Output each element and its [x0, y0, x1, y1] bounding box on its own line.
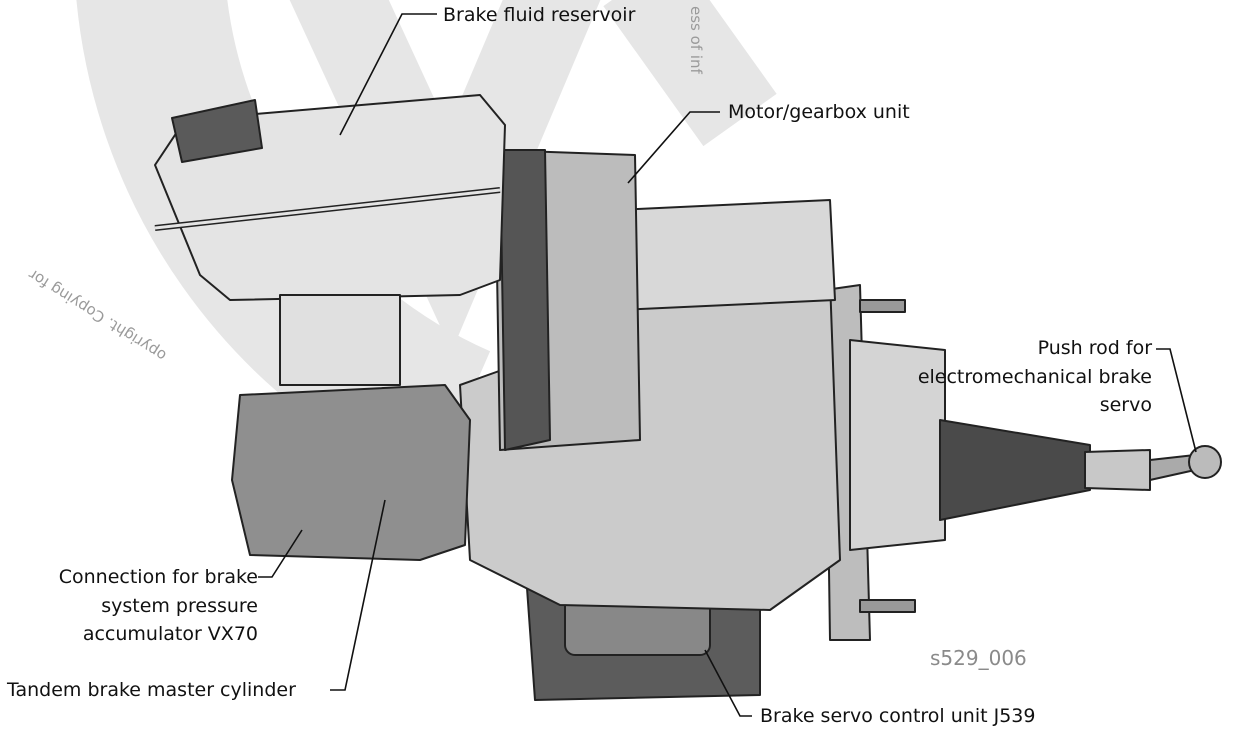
label-line: Push rod for: [1037, 337, 1152, 359]
reservoir-cap: [171, 99, 263, 163]
label-line: electromechanical brake: [917, 365, 1152, 388]
label-brake-fluid-reservoir: Brake fluid reservoir: [443, 4, 636, 26]
label-line: Connection for brake: [58, 566, 258, 588]
master-cylinder: [231, 384, 471, 561]
gearbox-top: [614, 199, 836, 311]
label-line: servo: [1099, 394, 1152, 416]
label-line: accumulator VX70: [82, 623, 258, 645]
label-tandem-master-cylinder: Tandem brake master cylinder: [7, 679, 296, 701]
label-motor-gearbox-unit: Motor/gearbox unit: [728, 101, 910, 123]
watermark-top-text: ess of inf: [687, 6, 705, 74]
label-connection-accumulator: Connection for brake system pressure acc…: [59, 563, 258, 649]
leader-lines: [258, 13, 1197, 717]
label-line: system pressure: [101, 594, 258, 617]
servo-housing: [849, 339, 946, 551]
label-brake-servo-control-unit: Brake servo control unit J539: [760, 705, 1036, 727]
label-push-rod: Push rod for electromechanical brake ser…: [918, 334, 1152, 420]
push-rod: [1084, 449, 1151, 491]
push-rod-ball: [1188, 445, 1222, 479]
figure-id: s529_006: [930, 646, 1027, 670]
rubber-boot: [939, 419, 1091, 521]
